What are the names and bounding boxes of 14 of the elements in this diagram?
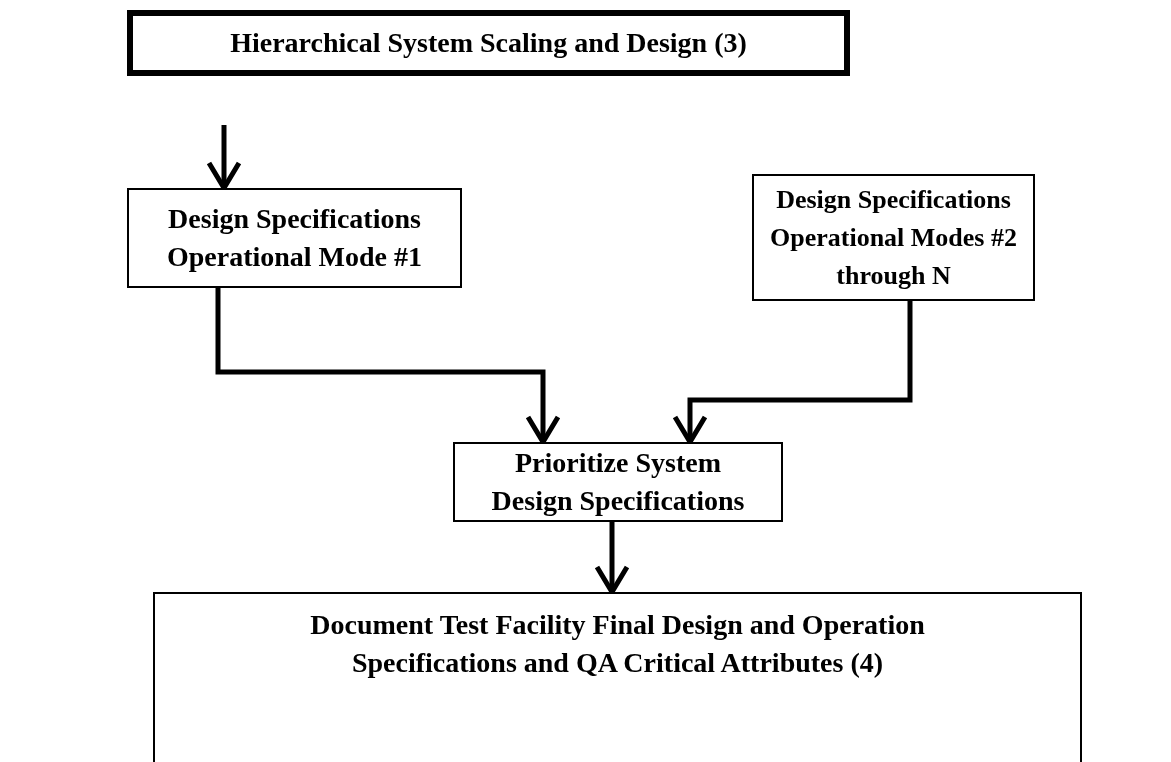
arrow <box>594 522 630 595</box>
box-label: Design Specifications Operational Modes #2 through N <box>769 183 1018 292</box>
box-label: Prioritize System Design Specifications <box>490 446 746 518</box>
box-label: Design Specifications Operational Mode #1 <box>165 202 424 274</box>
box-label: Hierarchical System Scaling and Design (3) <box>229 26 748 60</box>
box-label: Document Test Facility Final Design and Operation Specifications and QA Critical Attributes (4) <box>309 608 926 680</box>
arrow <box>206 125 242 191</box>
arrow <box>672 301 913 445</box>
process-box <box>127 10 850 76</box>
arrow <box>215 288 561 445</box>
process-box <box>153 592 1082 762</box>
process-box <box>127 188 462 288</box>
process-box <box>752 174 1035 301</box>
process-box <box>453 442 783 522</box>
